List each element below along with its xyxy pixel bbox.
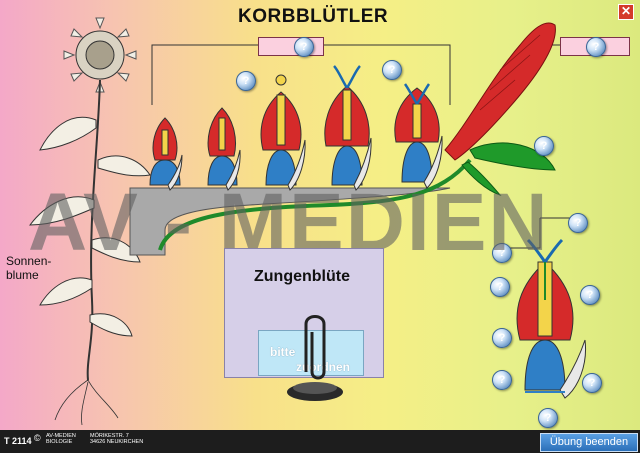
address-street: MÖRIKESTR. 7 <box>90 433 129 439</box>
address-city: 34626 NEUKIRCHEN <box>90 439 144 445</box>
floret-row <box>149 65 443 191</box>
close-icon[interactable]: ✕ <box>618 4 634 20</box>
exit-exercise-button[interactable]: Übung beenden <box>540 433 638 452</box>
question-icon[interactable]: ? <box>294 37 314 57</box>
leaf-upper <box>469 142 556 171</box>
question-icon[interactable]: ? <box>492 328 512 348</box>
footer-bar <box>0 430 640 453</box>
paperclip-icon <box>287 315 343 401</box>
sunflower-label-line1: Sonnen- <box>6 254 52 268</box>
drop-hint-line1: bitte <box>270 345 296 359</box>
question-icon[interactable]: ? <box>534 136 554 156</box>
question-icon[interactable]: ? <box>586 37 606 57</box>
sunflower-drawing <box>28 17 151 426</box>
question-icon[interactable]: ? <box>492 243 512 263</box>
sunflower-label-line2: blume <box>6 268 39 282</box>
question-icon[interactable]: ? <box>490 277 510 297</box>
product-code: T 2114 <box>4 436 32 446</box>
publisher-name: AV-MEDIEN <box>46 433 76 439</box>
question-icon[interactable]: ? <box>568 213 588 233</box>
address: MÖRIKESTR. 7 34626 NEUKIRCHEN <box>90 433 143 445</box>
page-title: KORBBLÜTLER <box>238 6 389 27</box>
question-icon[interactable]: ? <box>538 408 558 428</box>
panel-title: Zungenblüte <box>254 268 350 285</box>
magnified-floret <box>510 217 587 399</box>
question-icon[interactable]: ? <box>580 285 600 305</box>
publisher: AV-MEDIEN BIOLOGIE <box>46 433 76 445</box>
publisher-subject: BIOLOGIE <box>46 439 73 445</box>
sunflower-label: Sonnen- blume <box>6 254 51 282</box>
copyright-symbol: © <box>34 433 41 443</box>
leaf-lower <box>461 161 502 197</box>
label-slot-top[interactable] <box>258 37 324 56</box>
question-icon[interactable]: ? <box>236 71 256 91</box>
question-icon[interactable]: ? <box>582 373 602 393</box>
question-icon[interactable]: ? <box>382 60 402 80</box>
question-icon[interactable]: ? <box>492 370 512 390</box>
stem-line <box>158 158 472 251</box>
